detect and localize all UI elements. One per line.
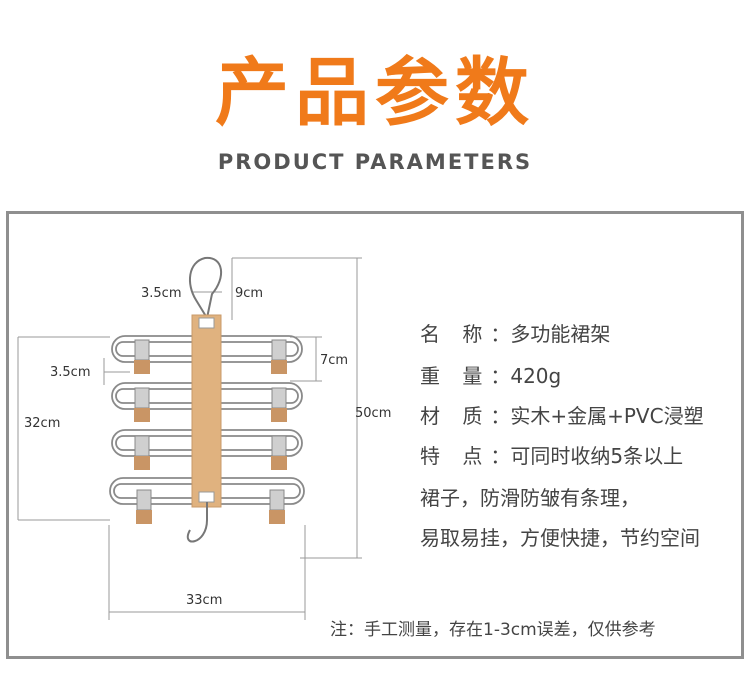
clip-left-3 [134,435,150,470]
measurement-note: 注：手工测量，存在1-3cm误差，仅供参考 [330,620,656,640]
clip-right-2 [271,387,287,422]
spec-value: 420g [510,364,562,388]
spec-label: 特 点 [420,444,491,468]
dim-hook-height: 9cm [235,286,263,301]
dim-clip-width: 3.5cm [50,365,91,380]
page-subtitle: PRODUCT PARAMETERS [217,150,533,174]
features-line-3: 易取易挂，方便快捷，节约空间 [420,526,700,550]
spec-name: 名 称：多功能裙架 [420,322,611,346]
clip-left-4 [136,489,152,524]
wooden-bar [191,314,222,508]
clip-left-1 [134,339,150,374]
bottom-hook [186,502,208,543]
top-hook [188,256,222,319]
spec-weight: 重 量：420g [420,364,562,388]
clip-right-4 [269,489,285,524]
clips [134,339,287,524]
features-line-2: 裙子，防滑防皱有条理， [420,486,640,510]
dimension-lines [17,257,362,620]
clip-right-3 [271,435,287,470]
page-title: 产品参数 [215,50,535,136]
dim-rack-height: 32cm [24,416,60,431]
dim-total-height: 50cm [355,406,391,421]
spec-value: 实木+金属+PVC浸塑 [510,404,704,428]
spec-value: 多功能裙架 [510,322,611,346]
dim-total-width: 33cm [186,593,222,608]
spec-label: 材 质 [420,404,491,428]
spec-label: 名 称 [420,322,491,346]
spec-value: 可同时收纳5条以上 [510,444,684,468]
dim-tier-gap: 7cm [320,353,348,368]
spec-label: 重 量 [420,364,491,388]
spec-features: 特 点：可同时收纳5条以上 [420,444,684,468]
clip-right-1 [271,339,287,374]
parameters-panel [6,211,744,659]
spec-material: 材 质：实木+金属+PVC浸塑 [420,404,704,428]
dim-hook-width: 3.5cm [141,286,182,301]
clip-left-2 [134,387,150,422]
